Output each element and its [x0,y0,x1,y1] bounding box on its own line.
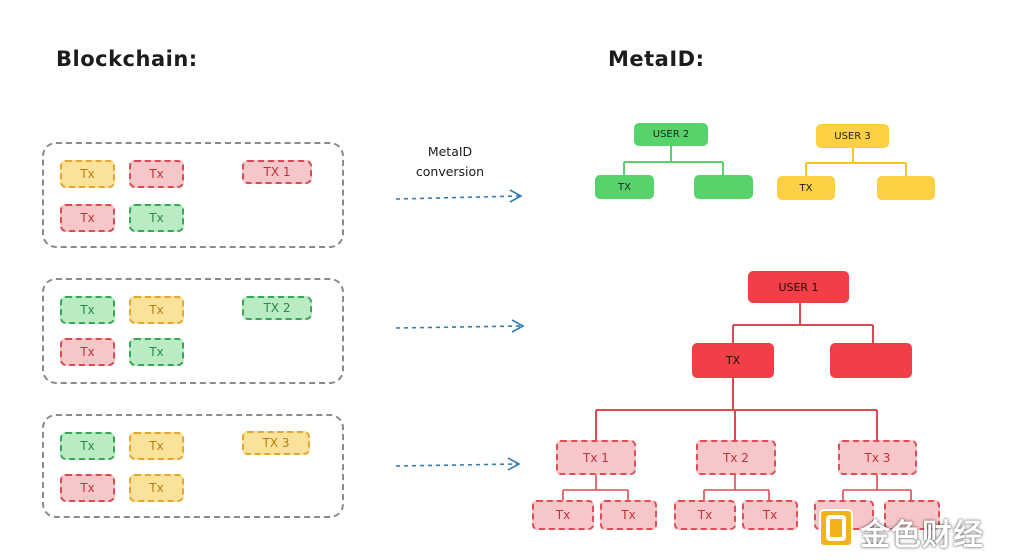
block-2-tx-cell: Tx [60,338,115,366]
conversion-label-line2: conversion [415,164,485,179]
tree-user2-child-left: TX [595,175,654,199]
block-2-tx-cell: Tx [60,296,115,324]
block-1-tx-cell: Tx [60,160,115,188]
tree-user1-lines [595,303,878,440]
block-2-tx-cell: Tx [129,338,184,366]
tree-user2-lines [623,146,724,175]
block-2-tx-cell: Tx [129,296,184,324]
tree-user1-grandchild: Tx 3 [838,440,917,475]
tree-user3-root: USER 3 [816,124,889,148]
block-1-tx-cell: Tx [60,204,115,232]
tree-user1-child-left: TX [692,343,774,378]
block-3-tx-cell: Tx [129,474,184,502]
conversion-arrow-3 [395,457,521,471]
conversion-arrow-1 [395,189,523,203]
conversion-label: MetaID conversion [400,142,500,182]
tree-user1-grandchild: Tx 2 [696,440,776,475]
tree-user2-child-right [694,175,753,199]
block-3-tx-cell: Tx [60,474,115,502]
block-1: Tx Tx Tx Tx TX 1 [42,142,344,248]
block-1-tx-cell: Tx [129,160,184,188]
tree-user3-child-right [877,176,935,200]
tree-user1-grandchild: Tx 1 [556,440,636,475]
tree-user1-child-right [830,343,912,378]
block-3-tx-cell: Tx [60,432,115,460]
block-1-tx-label: TX 1 [242,160,312,184]
watermark-logo-icon [818,508,854,548]
tree-user1-root: USER 1 [748,271,849,303]
tree-user1-leaf [884,500,940,530]
block-1-tx-cell: Tx [129,204,184,232]
block-2: Tx Tx Tx Tx TX 2 [42,278,344,384]
tree-user3-lines [805,148,907,176]
heading-metaid: MetaID: [608,47,705,71]
tree-user1-leaf: Tx [742,500,798,530]
conversion-label-line1: MetaID [427,144,473,159]
block-3-tx-label: TX 3 [242,431,310,455]
block-2-tx-label: TX 2 [242,296,312,320]
conversion-arrow-2 [395,319,525,333]
block-3-tx-cell: Tx [129,432,184,460]
block-3: Tx Tx Tx Tx TX 3 [42,414,344,518]
tree-user1-leaf: Tx [600,500,657,530]
tree-user1-leaf-lines [562,475,912,500]
watermark-text: 金色财经 [860,518,984,553]
tree-user2-root: USER 2 [634,123,708,146]
tree-user3-child-left: TX [777,176,835,200]
heading-blockchain: Blockchain: [56,47,198,71]
tree-user1-leaf: Tx [532,500,594,530]
tree-user1-leaf: Tx [674,500,736,530]
